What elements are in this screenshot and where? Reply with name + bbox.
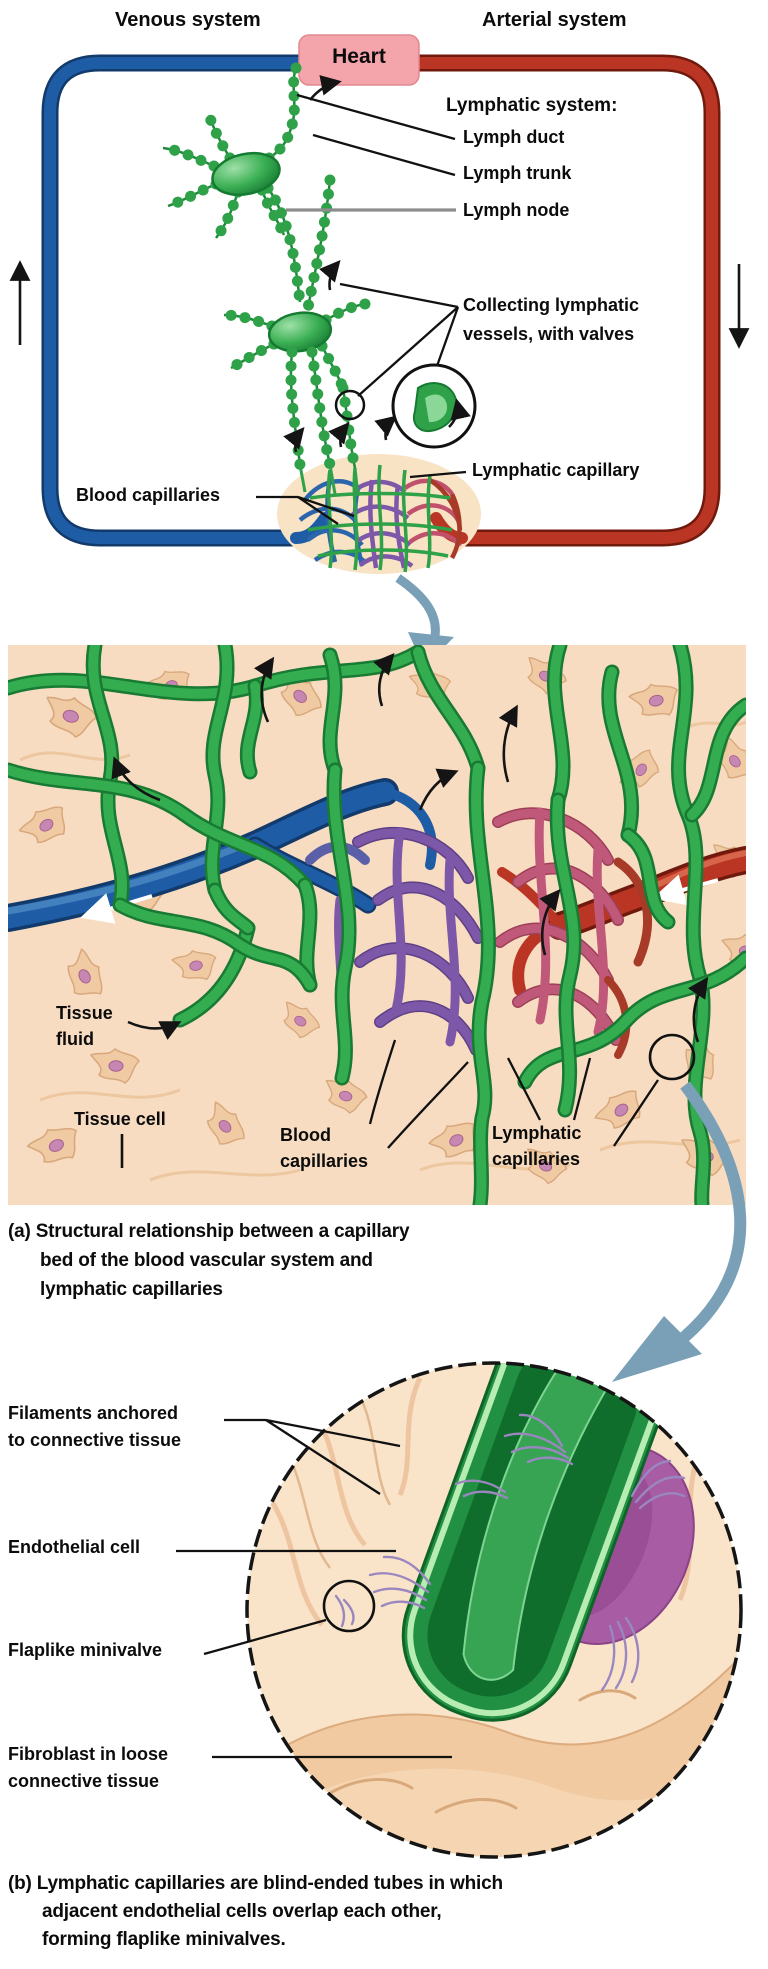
caption-b-line2: adjacent endothelial cells overlap each … <box>42 1901 442 1922</box>
fibroblast-label-line1: Fibroblast in loose <box>8 1744 169 1764</box>
lymphatic-capillaries-label-line2: capillaries <box>492 1149 581 1169</box>
lymph-node-label: Lymph node <box>463 200 570 220</box>
lymphatic-system-heading: Lymphatic system: <box>446 95 618 116</box>
flaplike-minivalve-label: Flaplike minivalve <box>8 1640 163 1660</box>
blood-capillaries-label-b-line2: capillaries <box>280 1151 369 1171</box>
zoom-arrow-bottom <box>612 1081 747 1382</box>
lymph-node-2 <box>267 311 333 353</box>
tissue-fluid-label-line2: fluid <box>56 1029 94 1049</box>
venous-system-title: Venous system <box>115 9 261 31</box>
lymphatic-capillaries-label-line1: Lymphatic <box>492 1123 582 1143</box>
filaments-label-line1: Filaments anchored <box>8 1403 179 1423</box>
caption-b-line3: forming flaplike minivalves. <box>42 1929 286 1950</box>
tissue-fluid-flow-arrows <box>111 653 709 1043</box>
caption-a-line3: lymphatic capillaries <box>40 1279 223 1300</box>
fibroblast-label-line2: connective tissue <box>8 1771 160 1791</box>
lymph-duct-label: Lymph duct <box>463 127 565 147</box>
capillary-bed-small <box>277 454 481 574</box>
collecting-vessels-label-line2: vessels, with valves <box>463 324 635 344</box>
lymphatic-chain <box>157 62 397 497</box>
blood-capillaries-label-b-line1: Blood <box>280 1125 331 1145</box>
filaments-label-line2: to connective tissue <box>8 1430 182 1450</box>
tissue-cell-label: Tissue cell <box>74 1109 166 1129</box>
lymphatic-network <box>8 645 746 1205</box>
tissue-fluid-label-line1: Tissue <box>56 1003 113 1023</box>
blood-capillaries-label-a: Blood capillaries <box>76 485 221 505</box>
lymphatic-capillary-tube <box>401 1363 668 1722</box>
lymph-node-1 <box>211 151 281 197</box>
valve-magnifier <box>334 363 477 449</box>
endothelial-cell-label: Endothelial cell <box>8 1537 141 1557</box>
panel-a-leaders <box>256 93 467 525</box>
heart-label: Heart <box>332 45 386 68</box>
circulation-loop <box>9 34 750 547</box>
panel-b-leaders <box>120 1020 659 1168</box>
detail-circle-border <box>245 1361 743 1859</box>
flap-minivalve-circle <box>322 1579 376 1633</box>
arterial-system-title: Arterial system <box>482 9 627 31</box>
panel-c-leaders <box>176 1418 452 1759</box>
lymph-trunk-label: Lymph trunk <box>463 163 572 183</box>
lymphatic-capillary-label: Lymphatic capillary <box>472 460 640 480</box>
capillaries-purple <box>305 827 484 1056</box>
caption-a-line1: (a) Structural relationship between a ca… <box>8 1221 410 1242</box>
minivalve-detail-panel <box>247 1363 741 1857</box>
heart-box <box>298 34 420 86</box>
anchoring-filaments <box>334 1413 686 1692</box>
capillary-bed-panel <box>8 645 746 1205</box>
collecting-vessels-label-line1: Collecting lymphatic <box>463 295 640 315</box>
caption-a-line2: bed of the blood vascular system and <box>40 1250 373 1271</box>
caption-b-line1: (b) Lymphatic capillaries are blind-ende… <box>8 1873 503 1894</box>
capillaries-pink <box>492 807 653 1059</box>
minivalve-zoom-circle <box>648 1033 696 1081</box>
